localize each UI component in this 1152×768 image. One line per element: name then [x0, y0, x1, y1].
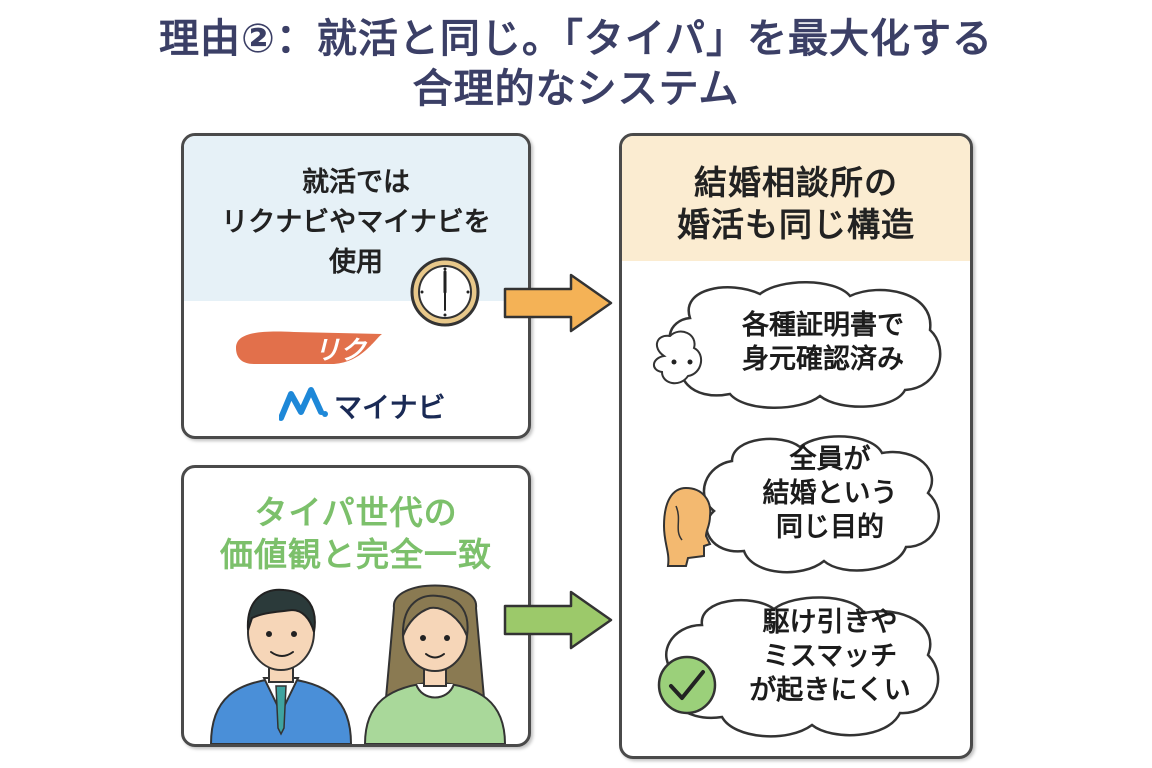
- title-line-1: 理由②：就活と同じ。「タイパ」を最大化する: [158, 16, 994, 62]
- checkmark-circle-icon: [657, 655, 717, 715]
- job-panel-line-1: 就活では: [302, 167, 410, 198]
- bubble-3-line-3: が起きにくい: [749, 675, 911, 706]
- typa-generation-panel: タイパ世代の 価値観と完全一致: [181, 465, 531, 747]
- agency-heading-line-1: 結婚相談所の: [694, 163, 898, 202]
- woman-illustration: [363, 584, 507, 744]
- title-line-2: 合理的なシステム: [412, 66, 740, 112]
- arrow-right-orange-icon: [503, 273, 613, 333]
- job-panel-line-3: 使用: [329, 247, 383, 278]
- job-panel-line-2: リクナビやマイナビを: [221, 207, 491, 238]
- bubble-1-line-1: 各種証明書で: [742, 310, 904, 341]
- man-illustration: [209, 588, 353, 744]
- bubble-2-line-2: 結婚という: [762, 478, 898, 509]
- bubble-3-line-1: 駆け引きや: [762, 607, 898, 638]
- bubble-1-text: 各種証明書で 身元確認済み: [708, 309, 938, 377]
- agency-header-bg: [622, 136, 970, 261]
- typa-heading-line-1: タイパ世代の: [254, 493, 458, 532]
- rikunabi-logo-text: リクナビ: [314, 336, 419, 366]
- job-hunting-panel: 就活では リクナビやマイナビを 使用 リクナビ マイナビ: [181, 133, 531, 439]
- typa-heading-line-2: 価値観と完全一致: [220, 535, 492, 574]
- mynavi-logo-text: マイナビ: [334, 391, 446, 424]
- marriage-agency-panel: 結婚相談所の 婚活も同じ構造 各種証明書で 身元確認済み 全員が 結婚という 同…: [619, 133, 973, 759]
- clock-icon: [410, 257, 480, 327]
- arrow-right-green-icon: [503, 590, 613, 650]
- mynavi-logo-mark: [279, 387, 328, 421]
- bubble-2-line-3: 同じ目的: [776, 512, 884, 543]
- page-title: 理由②：就活と同じ。「タイパ」を最大化する 合理的なシステム: [0, 14, 1152, 114]
- thought-bubble-1: [653, 281, 942, 409]
- rikunabi-logo: [236, 331, 382, 364]
- bubble-3-line-2: ミスマッチ: [762, 641, 898, 672]
- bubble-2-text: 全員が 結婚という 同じ目的: [730, 443, 930, 545]
- bubble-2-line-1: 全員が: [789, 444, 871, 475]
- agency-heading-line-2: 婚活も同じ構造: [677, 205, 915, 244]
- head-silhouette-icon: [662, 486, 712, 567]
- bubble-3-text: 駆け引きや ミスマッチ が起きにくい: [720, 606, 940, 708]
- bubble-1-line-2: 身元確認済み: [742, 344, 904, 375]
